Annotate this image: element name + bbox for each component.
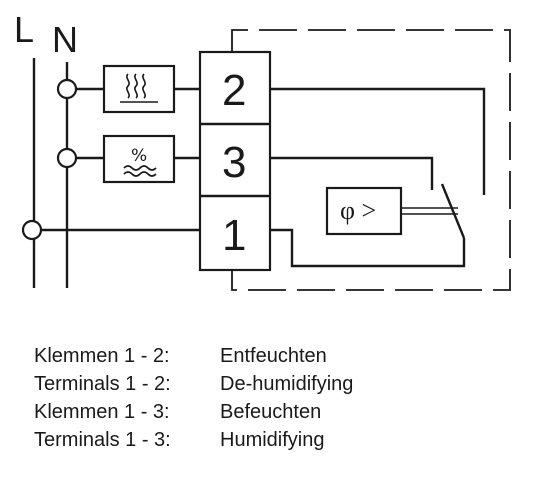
junction-n-middle bbox=[56, 147, 78, 169]
terminal-label-2: 2 bbox=[222, 66, 246, 115]
device-enclosure bbox=[231, 29, 511, 291]
legend-key: Klemmen 1 - 3: bbox=[34, 401, 170, 423]
legend-row: Terminals 1 - 2: De-humidifying bbox=[34, 370, 353, 398]
humidity-sensor bbox=[325, 186, 403, 236]
legend-value: Humidifying bbox=[220, 429, 325, 451]
legend-row: Klemmen 1 - 2: Entfeuchten bbox=[34, 342, 353, 370]
terminal-block bbox=[198, 50, 272, 272]
legend-row: Klemmen 1 - 3: Befeuchten bbox=[34, 398, 353, 426]
legend-key: Terminals 1 - 3: bbox=[34, 429, 171, 451]
wire-terminal-2-contact bbox=[270, 87, 486, 195]
line-label-n: N bbox=[52, 19, 78, 60]
dehumidifier-load bbox=[102, 64, 176, 114]
heating-coil-icon bbox=[120, 73, 158, 103]
legend-value: Entfeuchten bbox=[220, 345, 327, 367]
legend-value: Befeuchten bbox=[220, 401, 322, 423]
humidity-percent-icon: % bbox=[123, 146, 157, 177]
legend-row: Terminals 1 - 3: Humidifying bbox=[34, 426, 353, 454]
line-label-l: L bbox=[14, 9, 34, 50]
wire-terminal-3-contact bbox=[270, 156, 434, 190]
humidity-percent-symbol: % bbox=[131, 146, 147, 166]
terminal-label-1: 1 bbox=[222, 211, 246, 260]
legend-key: Terminals 1 - 2: bbox=[34, 373, 171, 395]
legend-value: De-humidifying bbox=[220, 373, 354, 395]
wiring-diagram: L N % 2 3 1 φ > bbox=[14, 9, 511, 291]
junction-l-bottom bbox=[21, 219, 43, 241]
wire-terminal-1-contact bbox=[270, 228, 466, 268]
legend-key: Klemmen 1 - 2: bbox=[34, 345, 170, 367]
terminal-label-3: 3 bbox=[222, 138, 246, 187]
relay-contact-blade bbox=[440, 183, 466, 239]
humidity-sensor-label: φ > bbox=[340, 196, 376, 225]
junction-n-top bbox=[56, 78, 78, 100]
terminal-legend: Klemmen 1 - 2: Entfeuchten Terminals 1 - … bbox=[34, 342, 353, 454]
